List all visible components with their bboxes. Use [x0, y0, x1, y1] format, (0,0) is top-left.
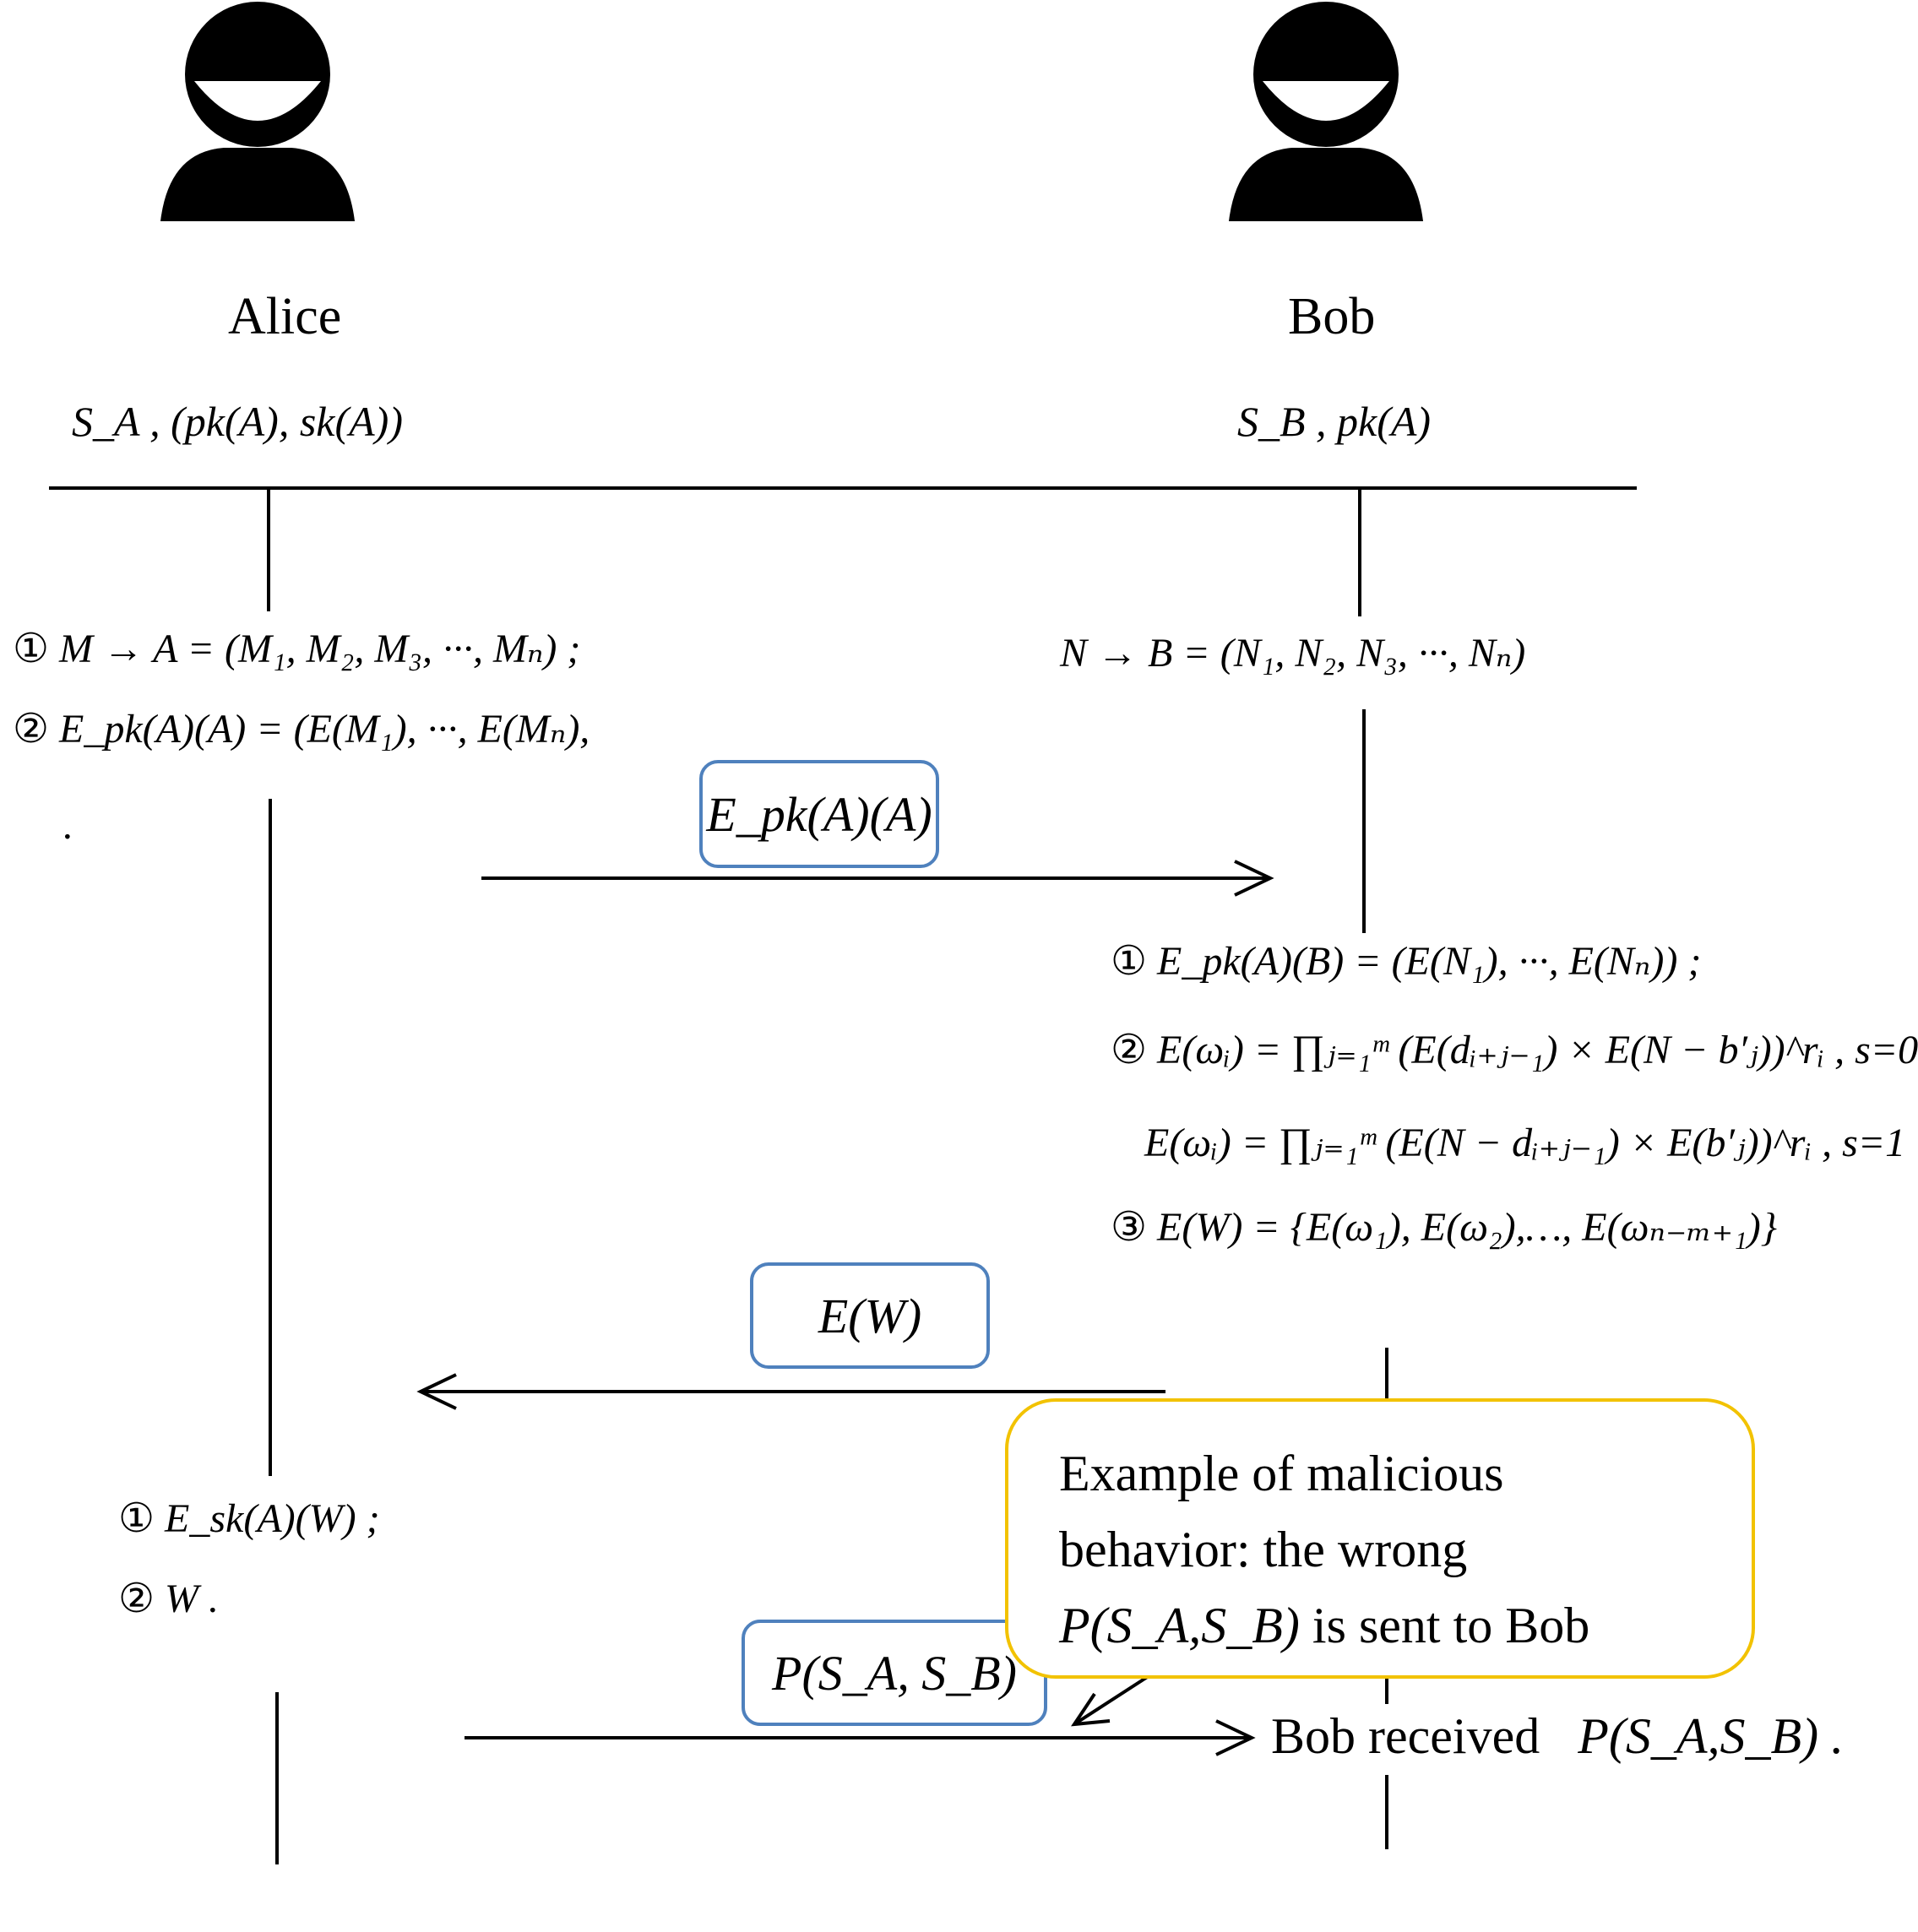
alice-decrypt-step-1: ① E_sk(A)(W) ; — [118, 1495, 380, 1542]
step-number: ③ — [1111, 1205, 1148, 1250]
step-number: ① — [13, 627, 50, 671]
callout-text: is sent to Bob — [1312, 1598, 1590, 1653]
alice-step-2: ② E_pk(A)(A) = (E(M₁), ···, E(Mₙ), — [13, 705, 590, 752]
step-text: E(ωᵢ) = ∏ⱼ₌₁ᵐ (E(dᵢ₊ⱼ₋₁) × E(N − b′ⱼ))^r… — [1157, 1028, 1918, 1072]
bob-received-formula: P(S_A,S_B) . — [1578, 1708, 1845, 1764]
callout-line-2: behavior: the wrong — [1059, 1522, 1468, 1577]
step-text: E_sk(A)(W) ; — [165, 1496, 380, 1541]
bob-received-label: Bob received P(S_A,S_B) . — [1271, 1707, 1844, 1766]
callout-pointer-arrow — [1071, 1674, 1150, 1727]
malicious-behavior-callout: Example of malicious behavior: the wrong… — [1005, 1398, 1755, 1679]
message-box-2: E(W) — [750, 1262, 990, 1369]
step-number: ② — [1111, 1028, 1148, 1072]
callout-line-3: P(S_A,S_B) is sent to Bob — [1059, 1587, 1701, 1663]
arrow-bob-to-alice — [416, 1373, 1165, 1410]
diagram-lines — [49, 2, 1637, 1864]
bob-step-3: ③ E(W) = {E(ω₁), E(ω₂),…, E(ωₙ₋ₘ₊₁)} — [1111, 1203, 1777, 1251]
bob-init-mapping: N → B = (N₁, N₂, N₃, ···, Nₙ) — [1060, 631, 1526, 676]
bob-received-text: Bob received — [1271, 1708, 1540, 1764]
step-number: ② — [118, 1577, 155, 1621]
bob-step-2b: E(ωᵢ) = ∏ⱼ₌₁ᵐ (E(N − dᵢ₊ⱼ₋₁) × E(b′ⱼ))^r… — [1144, 1121, 1906, 1165]
alice-knowledge: S_A , (pk(A), sk(A)) — [72, 398, 403, 445]
step-text: E_pk(A)(A) = (E(M₁), ···, E(Mₙ), — [59, 707, 590, 752]
step-text: W . — [165, 1577, 220, 1621]
bob-knowledge: S_B , pk(A) — [1237, 398, 1432, 445]
step-text: M → A = (M₁, M₂, M₃, ···, Mₙ) ; — [59, 627, 581, 671]
alice-person-icon — [160, 2, 355, 221]
bob-name: Bob — [1288, 288, 1376, 345]
arrow-alice-to-bob-2 — [465, 1719, 1256, 1756]
callout-formula: P(S_A,S_B) — [1059, 1598, 1300, 1653]
bob-person-icon — [1229, 2, 1423, 221]
callout-line-1: Example of malicious — [1059, 1446, 1504, 1501]
arrow-alice-to-bob-1 — [481, 860, 1274, 897]
step-text: E(W) = {E(ω₁), E(ω₂),…, E(ωₙ₋ₘ₊₁)} — [1157, 1205, 1777, 1250]
alice-step-1: ① M → A = (M₁, M₂, M₃, ···, Mₙ) ; — [13, 625, 580, 672]
alice-decrypt-step-2: ② W . — [118, 1575, 219, 1622]
step-text: E_pk(A)(B) = (E(N₁), ···, E(Nₙ)) ; — [1157, 939, 1702, 984]
step-number: ② — [13, 707, 50, 752]
alice-step-dot: . — [63, 803, 73, 848]
message-box-1: E_pk(A)(A) — [699, 760, 939, 868]
alice-name: Alice — [228, 288, 342, 345]
bob-step-1: ① E_pk(A)(B) = (E(N₁), ···, E(Nₙ)) ; — [1111, 937, 1701, 985]
step-number: ① — [1111, 939, 1148, 984]
bob-step-2: ② E(ωᵢ) = ∏ⱼ₌₁ᵐ (E(dᵢ₊ⱼ₋₁) × E(N − b′ⱼ))… — [1111, 1026, 1918, 1073]
step-number: ① — [118, 1496, 155, 1541]
message-box-3: P(S_A, S_B) — [742, 1620, 1047, 1726]
